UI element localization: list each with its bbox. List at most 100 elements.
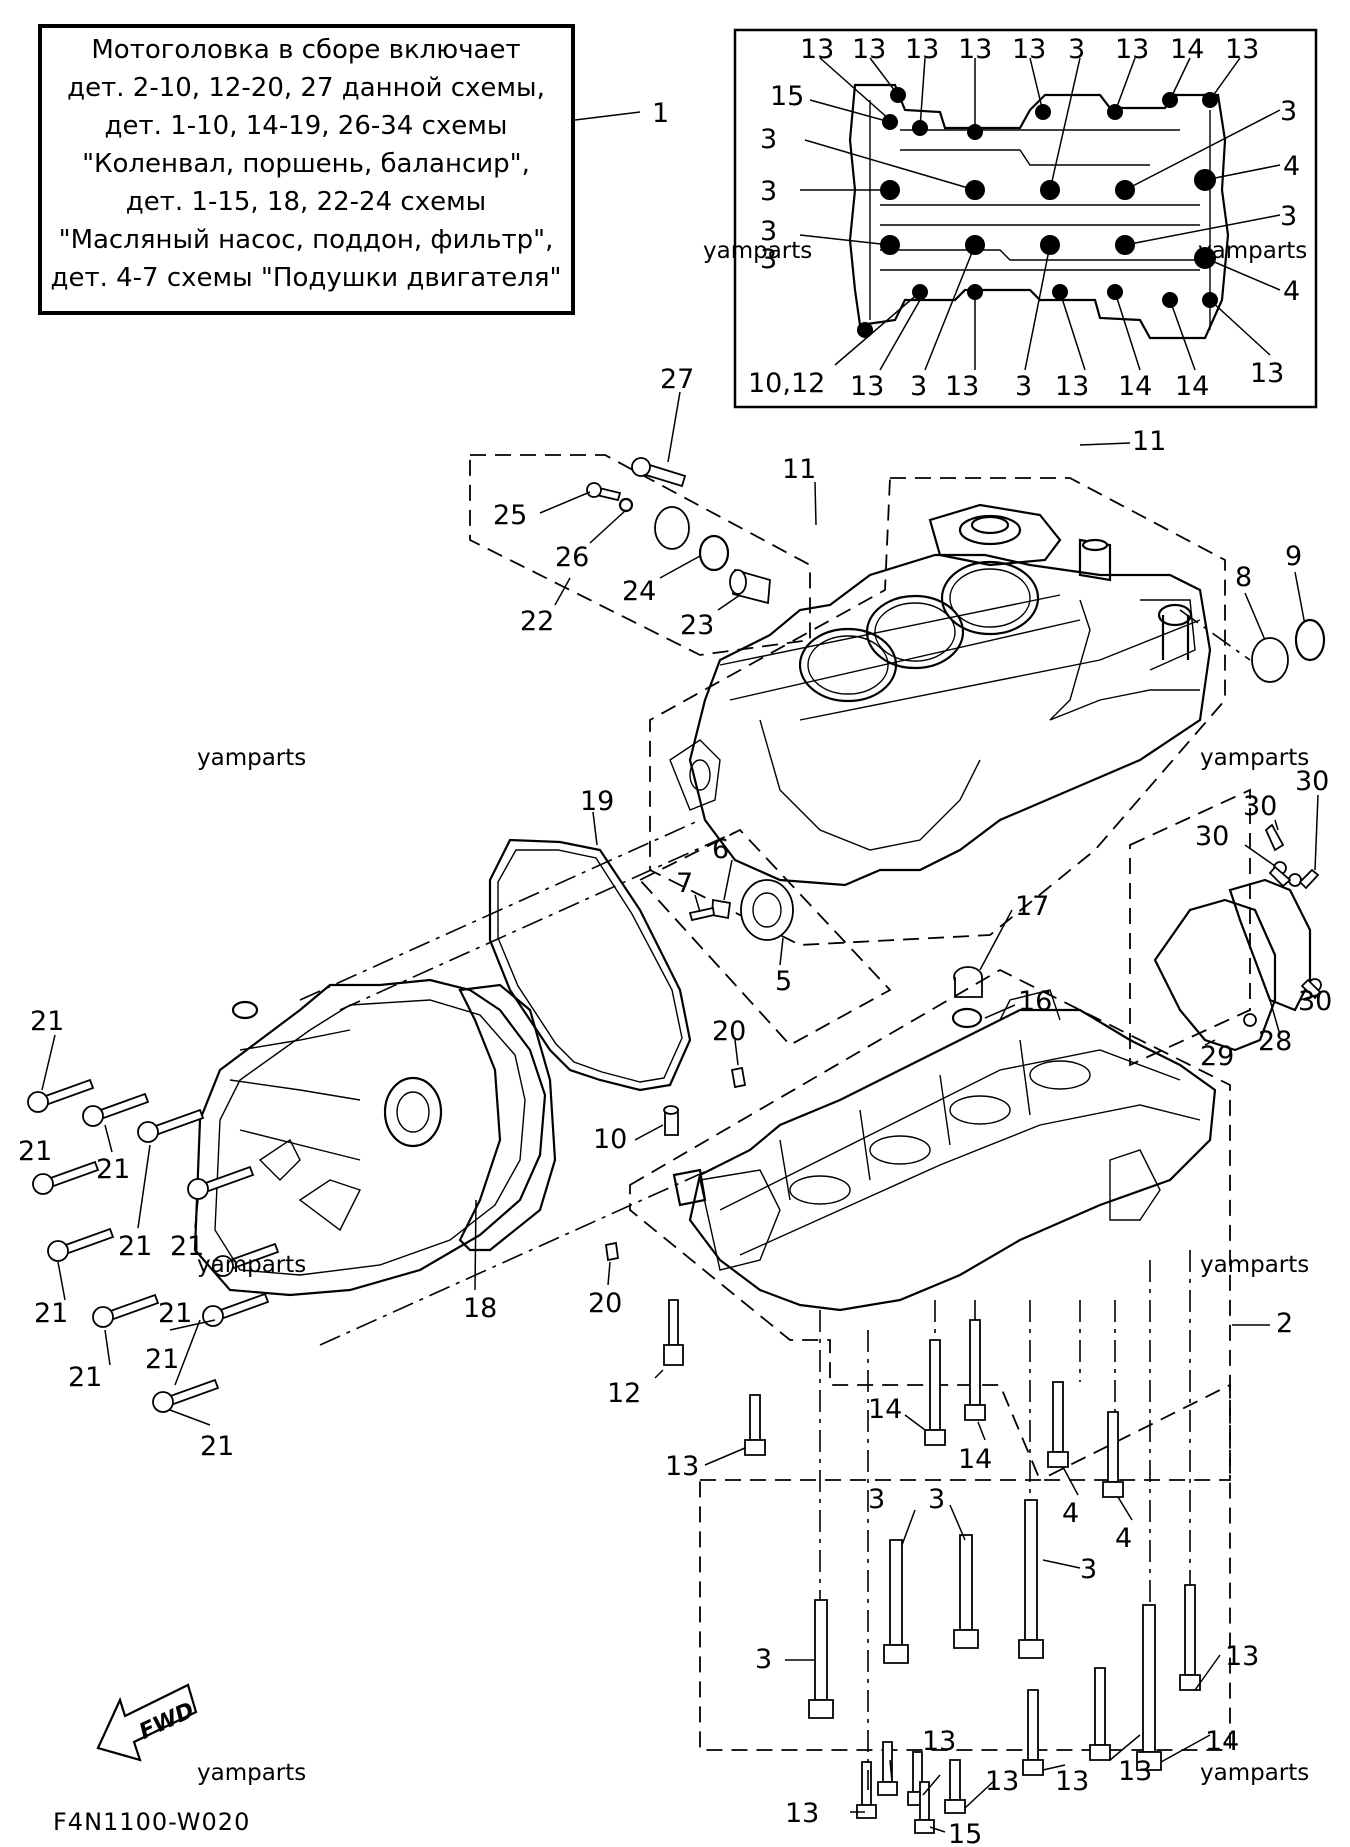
inset-callout-19: 10,12 — [748, 368, 825, 399]
inset-callout-1: 13 — [800, 34, 834, 65]
inset-callout-25: 14 — [1118, 371, 1152, 402]
inset-callout-26: 14 — [1175, 371, 1209, 402]
inset-callout-21: 3 — [910, 371, 927, 402]
callout-25: 25 — [493, 500, 527, 531]
callout-30-c: 30 — [1195, 821, 1229, 852]
callout-21-d: 21 — [118, 1231, 152, 1262]
callout-8: 8 — [1235, 562, 1252, 593]
callout-30-a: 30 — [1243, 791, 1277, 822]
watermark-6: yamparts — [1200, 1252, 1309, 1278]
note-line-7: дет. 4-7 схемы "Подушки двигателя" — [50, 263, 561, 293]
callout-24: 24 — [622, 576, 656, 607]
inset-callout-22: 13 — [945, 371, 979, 402]
callout-20-lower: 20 — [588, 1288, 622, 1319]
forward-direction-arrow: FWD — [96, 1683, 198, 1762]
callout-13-g: 15 — [948, 1819, 982, 1847]
callout-4-a: 4 — [1062, 1498, 1079, 1529]
callout-20-upper: 20 — [712, 1016, 746, 1047]
inset-callout-15: 3 — [1280, 201, 1297, 232]
callout-3-d: 3 — [755, 1644, 772, 1675]
lower-bolts — [744, 1319, 1201, 1834]
inset-callout-2: 13 — [852, 34, 886, 65]
upper-crankcase — [649, 477, 1226, 946]
callout-11-right: 11 — [1132, 426, 1166, 457]
note-line-5: дет. 1-15, 18, 22-24 схемы — [126, 187, 486, 217]
callout-1: 1 — [652, 98, 669, 129]
callout-30-d: 30 — [1298, 986, 1332, 1017]
callout-22: 22 — [520, 606, 554, 637]
watermark-8: yamparts — [1200, 1760, 1309, 1786]
callout-18: 18 — [463, 1293, 497, 1324]
inset-callout-12: 3 — [760, 176, 777, 207]
inset-callout-7: 13 — [1115, 34, 1149, 65]
inset-callout-11: 3 — [760, 124, 777, 155]
watermark-5: yamparts — [197, 1252, 306, 1278]
callout-21-j: 21 — [200, 1431, 234, 1462]
inset-callout-9: 13 — [1225, 34, 1259, 65]
callout-21-e: 21 — [170, 1231, 204, 1262]
inset-callout-3: 13 — [905, 34, 939, 65]
callout-19: 19 — [580, 786, 614, 817]
callout-14-b: 14 — [958, 1444, 992, 1475]
inset-callout-16: 4 — [1283, 151, 1300, 182]
callout-17: 17 — [1015, 891, 1049, 922]
gasket-19 — [488, 838, 692, 1092]
inset-callout-27: 13 — [1250, 358, 1284, 389]
note-line-3: дет. 1-10, 14-19, 26-34 схемы — [105, 111, 508, 141]
callout-13-d: 13 — [1055, 1766, 1089, 1797]
diagram-code: F4N1100-W020 — [53, 1808, 250, 1836]
bolts-21 — [27, 1078, 280, 1413]
inset-callout-10: 15 — [770, 81, 804, 112]
watermark-7: yamparts — [197, 1760, 306, 1786]
callout-14-a: 14 — [868, 1394, 902, 1425]
inset-callout-14: 3 — [760, 244, 777, 275]
callout-29: 29 — [1200, 1041, 1234, 1072]
callout-2: 2 — [1276, 1308, 1293, 1339]
inset-callout-18: 4 — [1283, 276, 1300, 307]
callout-30-b: 30 — [1295, 766, 1329, 797]
callout-21-f: 21 — [34, 1298, 68, 1329]
callout-3-b: 3 — [868, 1484, 885, 1515]
note-line-4: "Коленвал, поршень, балансир", — [82, 149, 530, 179]
callout-26: 26 — [555, 542, 589, 573]
callout-21-i: 21 — [68, 1362, 102, 1393]
inset-callout-24: 13 — [1055, 371, 1089, 402]
watermark-3: yamparts — [197, 745, 306, 771]
callout-3-a: 3 — [1080, 1554, 1097, 1585]
lower-crankcase — [629, 968, 1231, 1481]
side-cover-group — [1129, 788, 1322, 1067]
callout-5: 5 — [775, 966, 792, 997]
callout-14-c: 14 — [1205, 1726, 1239, 1757]
callout-13-b: 13 — [1225, 1641, 1259, 1672]
callout-12: 12 — [607, 1378, 641, 1409]
callout-13-f: 13 — [922, 1726, 956, 1757]
callout-13-a: 13 — [665, 1451, 699, 1482]
callout-11-left: 11 — [782, 454, 816, 485]
callout-3-c: 3 — [928, 1484, 945, 1515]
inset-callout-13: 3 — [1280, 96, 1297, 127]
callout-21-b: 21 — [18, 1136, 52, 1167]
callout-21-a: 21 — [30, 1006, 64, 1037]
inset-callout-20: 13 — [850, 371, 884, 402]
callout-27: 27 — [660, 364, 694, 395]
note-line-2: дет. 2-10, 12-20, 27 данной схемы, — [67, 73, 545, 103]
side-case-18 — [193, 819, 741, 1346]
watermark-1: yamparts — [703, 238, 812, 264]
callout-4-b: 4 — [1115, 1523, 1132, 1554]
assembly-note-box: Мотоголовка в сборе включает дет. 2-10, … — [38, 24, 575, 315]
note-line-6: "Масляный насос, поддон, фильтр", — [59, 225, 554, 255]
callout-7: 7 — [676, 868, 693, 899]
watermark-2: yamparts — [1198, 238, 1307, 264]
callout-23: 23 — [680, 610, 714, 641]
callout-13-e: 13 — [985, 1766, 1019, 1797]
callout-13-c: 13 — [1118, 1756, 1152, 1787]
breather-group — [469, 454, 811, 656]
callout-28: 28 — [1258, 1026, 1292, 1057]
note-line-1: Мотоголовка в сборе включает — [91, 35, 520, 65]
callout-21-g: 21 — [158, 1298, 192, 1329]
inset-callout-5: 13 — [1012, 34, 1046, 65]
callout-9: 9 — [1285, 541, 1302, 572]
inset-callout-17: 3 — [760, 216, 777, 247]
inset-callout-23: 3 — [1015, 371, 1032, 402]
callout-15: 13 — [785, 1798, 819, 1829]
